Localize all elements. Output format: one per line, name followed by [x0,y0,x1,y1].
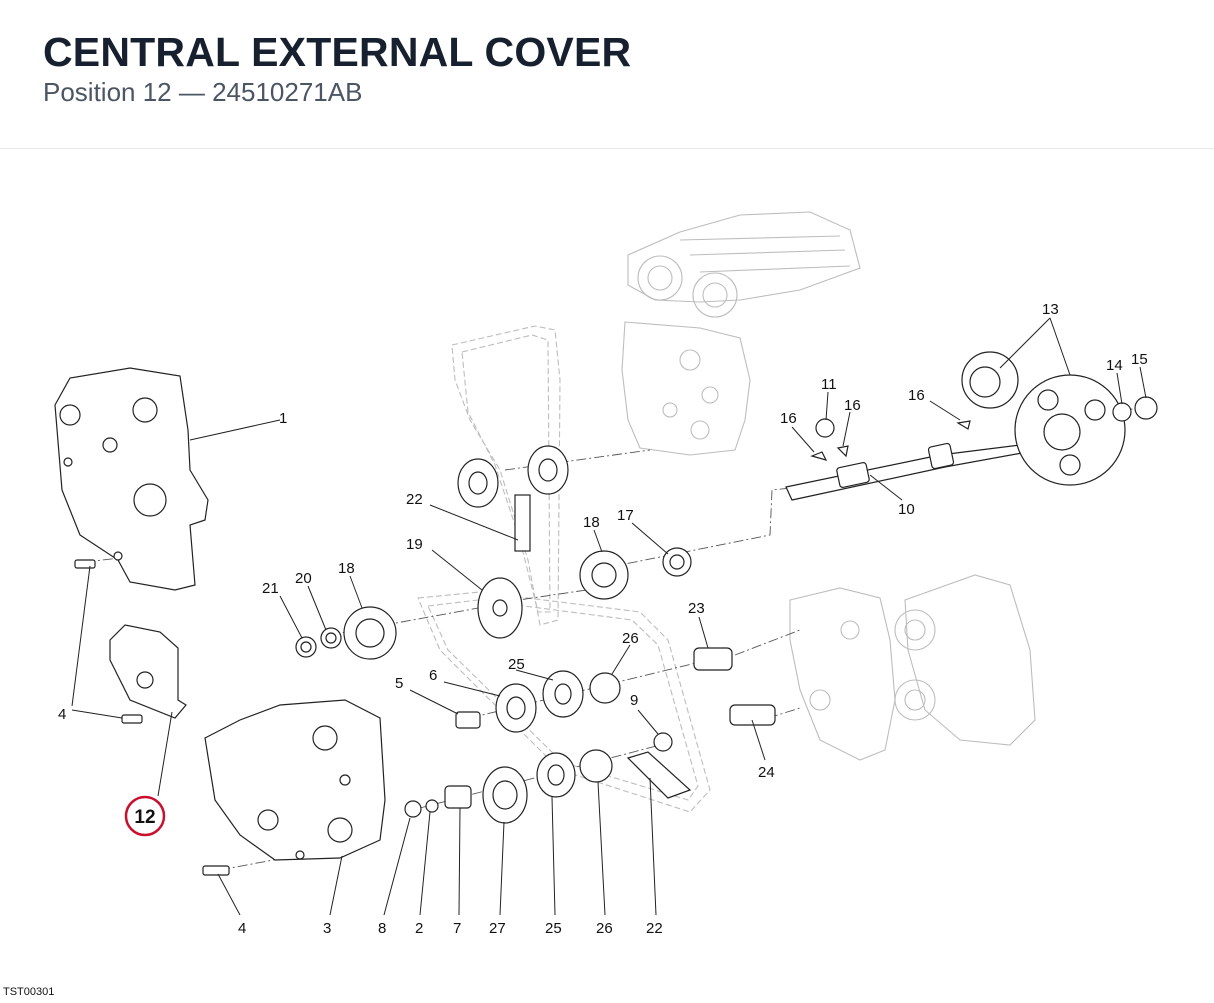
part-18-19-20-21-pulleys [295,547,692,660]
callout-4a: 4 [58,706,66,723]
ghost-lower-head [789,574,1036,761]
callout-5: 5 [395,675,403,692]
callout-25a: 25 [508,656,525,673]
callout-7: 7 [453,920,461,937]
part-lower-row-stack [404,732,692,824]
callout-26a: 26 [622,630,639,647]
part-1-upper-cover [54,367,209,591]
callout-16b: 16 [844,397,861,414]
part-10-camshaft [785,442,1023,501]
callout-10: 10 [898,501,915,518]
part-3-lower-cover [204,699,386,861]
callout-26b: 26 [596,920,613,937]
highlight-marker-12[interactable]: 12 [124,795,166,837]
ghost-upper-block [621,321,751,456]
callout-23: 23 [688,600,705,617]
callout-16c: 16 [908,387,925,404]
page-header: CENTRAL EXTERNAL COVER Position 12 — 245… [0,0,1214,149]
callout-9: 9 [630,692,638,709]
part-12-rear-plate [109,624,187,719]
callout-16a: 16 [780,410,797,427]
callout-14: 14 [1106,357,1123,374]
callout-labels: 1 13 11 16 16 16 14 15 10 22 19 18 17 21… [58,301,1148,937]
callout-17: 17 [617,507,634,524]
ghost-belt-lower [417,591,711,813]
callout-4b: 4 [238,920,246,937]
page-subtitle: Position 12 — 24510271AB [43,77,363,107]
callout-19: 19 [406,536,423,553]
leader-lines [71,317,1147,916]
ghost-upper-head [627,211,861,318]
drawing-reference: TST00301 [3,986,55,998]
callout-24: 24 [758,764,775,781]
callout-18a: 18 [583,514,600,531]
page-title: CENTRAL EXTERNAL COVER [43,29,632,75]
callout-2: 2 [415,920,423,937]
callout-18b: 18 [338,560,355,577]
callout-25b: 25 [545,920,562,937]
callout-21: 21 [262,580,279,597]
callout-13: 13 [1042,301,1059,318]
callout-8: 8 [378,920,386,937]
callout-22b: 22 [646,920,663,937]
highlight-label: 12 [134,807,155,828]
callout-6: 6 [429,667,437,684]
callout-1: 1 [279,410,287,427]
callout-11: 11 [821,376,837,393]
part-23-24-bolts [693,647,776,726]
callout-22a: 22 [406,491,423,508]
part-11-16-keys [810,418,971,461]
ghost-belt-upper [451,325,561,626]
callout-15: 15 [1131,351,1148,368]
part-tensioner-upper [457,445,569,552]
callout-20: 20 [295,570,312,587]
part-13-14-15-gears [961,351,1158,486]
part-5-6-25-26-stack [455,670,621,733]
callout-3: 3 [323,920,331,937]
callout-27: 27 [489,920,506,937]
exploded-parts-diagram: 1 13 11 16 16 16 14 15 10 22 19 18 17 21… [0,148,1214,1003]
